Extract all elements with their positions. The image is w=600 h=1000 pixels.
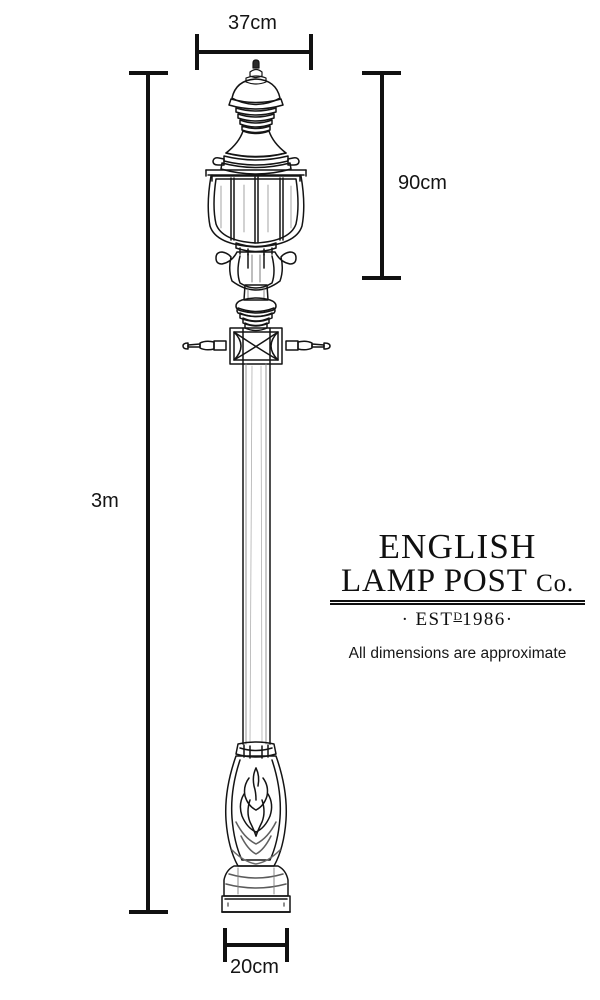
dimension-line-base-width xyxy=(223,928,289,962)
brand-logo-block: ENGLISH LAMP POST Co. · ESTD1986· All di… xyxy=(330,529,585,663)
estd-suffix: · xyxy=(505,609,514,631)
estd-prefix: · EST xyxy=(401,609,454,631)
base-square-foot xyxy=(221,895,291,913)
lamp-post-illustration xyxy=(182,59,331,913)
approximate-dimensions-note: All dimensions are approximate xyxy=(348,645,567,663)
estd-year: 1986 xyxy=(462,609,506,631)
brand-divider-rules xyxy=(330,600,585,606)
dimension-line-lantern-height xyxy=(362,71,401,280)
brand-name-line-1: ENGLISH xyxy=(378,527,537,566)
dimension-label-lantern-width: 37cm xyxy=(228,12,277,34)
brand-name-line-2: LAMP POST Co. xyxy=(330,562,585,599)
lantern-finial xyxy=(245,59,267,85)
brand-name-line-2-main: LAMP POST xyxy=(341,562,528,599)
dimension-label-lantern-height: 90cm xyxy=(398,172,447,194)
dimension-line-overall-height xyxy=(129,71,168,914)
base-plinth-torus xyxy=(223,865,289,897)
column-shaft xyxy=(242,327,271,745)
dimension-label-base-width: 20cm xyxy=(230,956,279,978)
dimension-label-overall-height: 3m xyxy=(91,490,119,512)
ladder-bar-cross-arm xyxy=(182,327,331,365)
lantern-crown xyxy=(223,78,289,166)
column-urn-base xyxy=(224,755,288,867)
lantern-skirt xyxy=(215,251,297,291)
brand-established-line: · ESTD1986· xyxy=(330,609,585,631)
estd-superscript-d: D xyxy=(453,609,463,624)
column-ringed-collar xyxy=(235,297,277,332)
lantern-glass-body xyxy=(207,175,305,256)
lantern-gallery xyxy=(205,157,307,182)
dimension-line-lantern-width xyxy=(195,34,313,70)
brand-name-line-2-suffix: Co. xyxy=(536,569,574,597)
